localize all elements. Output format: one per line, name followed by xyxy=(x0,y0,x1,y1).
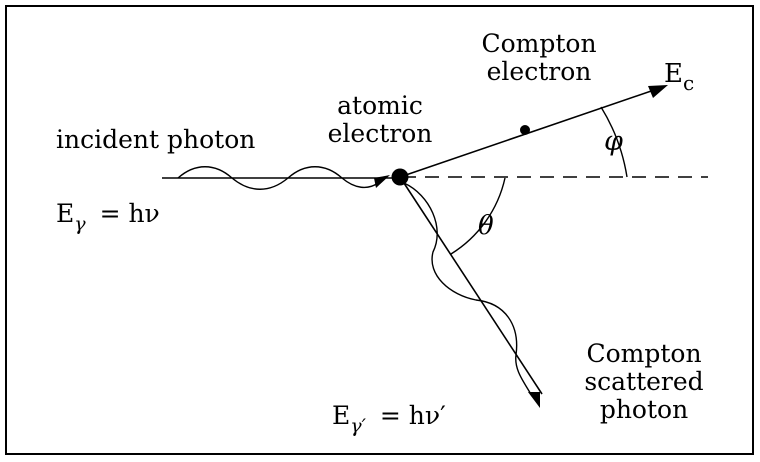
scattered-photon-energy: Eγ′ = hν′ xyxy=(332,401,446,438)
compton-scattered-line2: scattered xyxy=(584,367,704,396)
incident-photon-label: incident photon xyxy=(56,125,256,154)
phi-angle-arc xyxy=(600,106,628,178)
incident-energy-subscript: γ xyxy=(74,213,86,235)
electron-energy-subscript: c xyxy=(682,71,695,95)
theta-label: θ xyxy=(478,211,494,241)
atomic-electron-label-line2: electron xyxy=(327,119,433,148)
incident-photon-energy: Eγ = hν xyxy=(56,199,160,236)
scattered-energy-E: E xyxy=(332,401,351,430)
theta-angle-arc xyxy=(450,177,506,255)
electron-energy-E: E xyxy=(664,59,683,89)
compton-electron-label-line1: Compton xyxy=(481,29,597,58)
figure-border xyxy=(5,5,754,455)
incident-photon-arrowhead xyxy=(374,175,390,188)
compton-electron-dot xyxy=(520,125,530,135)
atomic-electron-label: atomic electron xyxy=(325,92,435,148)
incident-energy-E: E xyxy=(56,199,75,228)
electron-energy-label: Ec xyxy=(664,59,694,95)
scattered-photon-line xyxy=(399,176,543,395)
scattered-photon-arrowhead xyxy=(528,392,540,408)
compton-electron-label-line2: electron xyxy=(486,57,592,86)
incident-photon-wave xyxy=(177,166,379,190)
compton-scattered-line1: Compton xyxy=(586,339,702,368)
atomic-electron-label-line1: atomic xyxy=(337,91,423,120)
scattered-photon-wave xyxy=(403,182,533,397)
incident-energy-rhs: = hν xyxy=(99,199,160,228)
compton-electron-arrowhead xyxy=(648,85,668,98)
scattered-energy-rhs: = hν′ xyxy=(379,401,446,430)
scattered-energy-subscript: γ′ xyxy=(350,415,366,437)
compton-scattered-photon-label: Compton scattered photon xyxy=(568,340,720,424)
compton-scattered-line3: photon xyxy=(599,395,689,424)
compton-electron-line xyxy=(399,87,661,178)
compton-electron-label: Compton electron xyxy=(478,30,600,86)
phi-label: φ xyxy=(604,126,623,157)
